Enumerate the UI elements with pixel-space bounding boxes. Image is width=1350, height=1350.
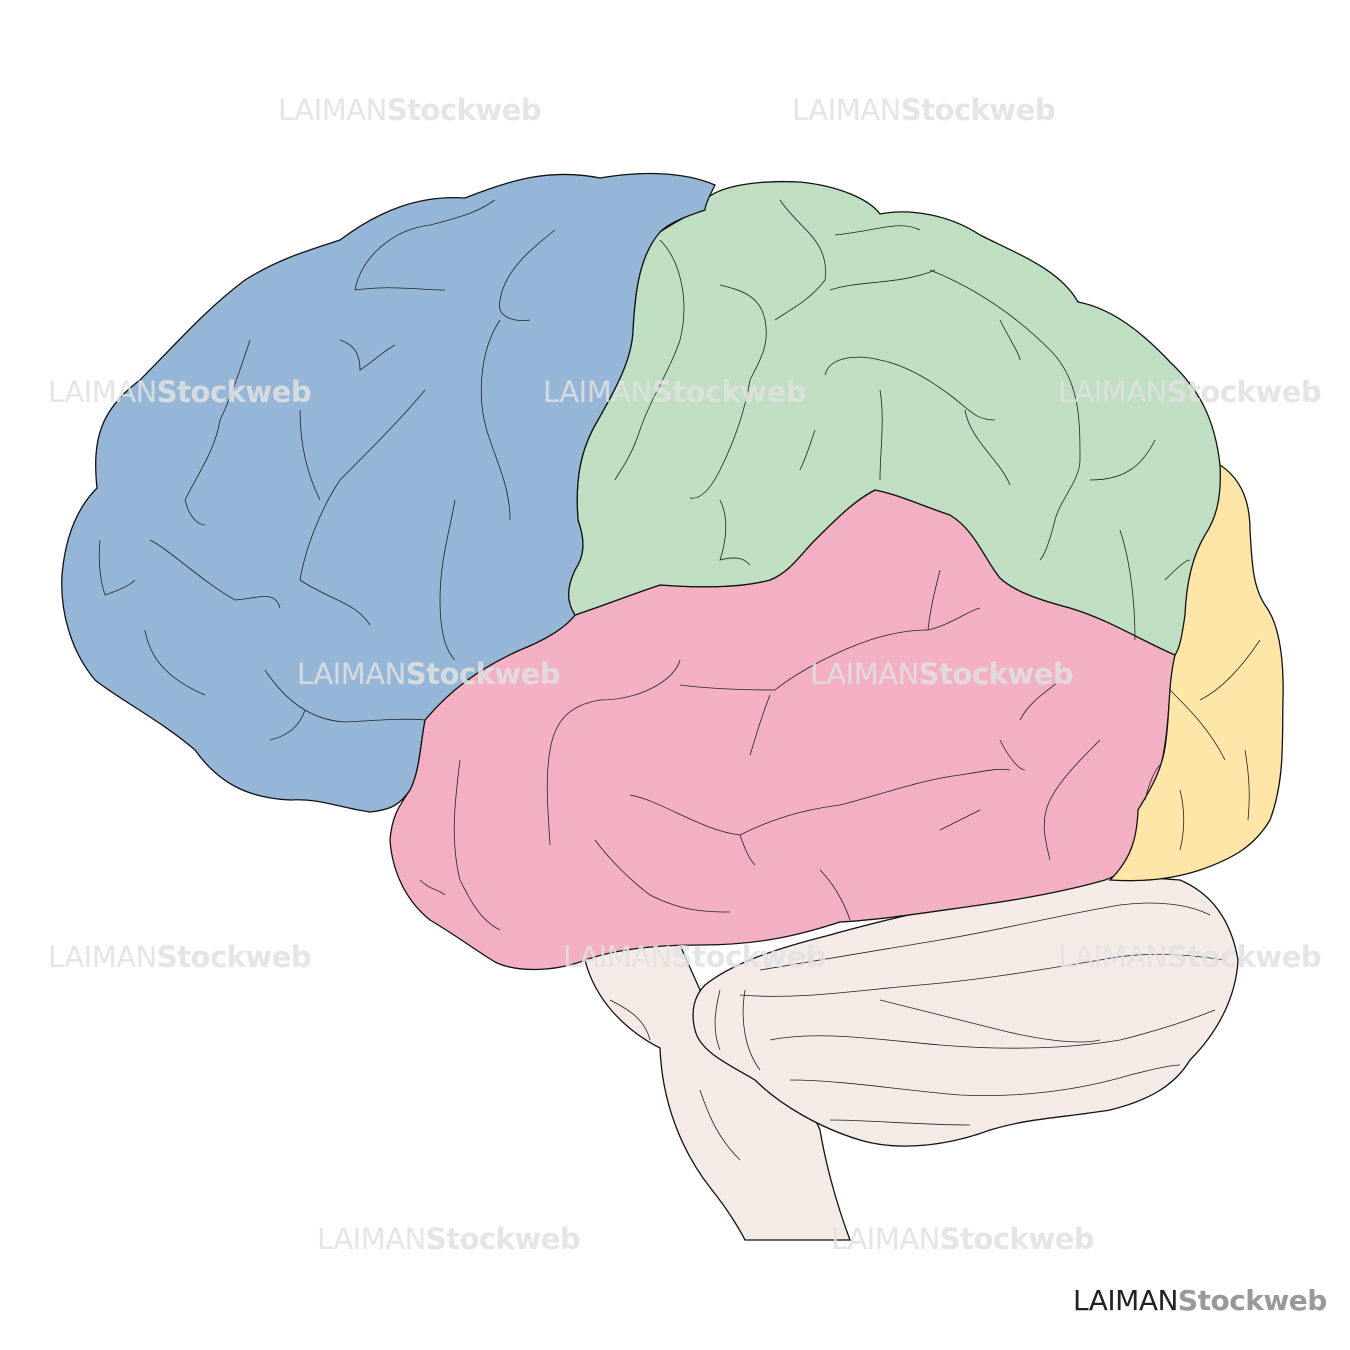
watermark: LAIMANStockweb — [563, 940, 827, 974]
watermark-brand: LAIMAN — [48, 940, 157, 974]
watermark: LAIMANStockweb — [1058, 375, 1322, 409]
watermark: LAIMANStockweb — [831, 1222, 1095, 1256]
watermark-product: Stockweb — [918, 657, 1074, 691]
watermark-product: Stockweb — [671, 940, 827, 974]
watermark-brand: LAIMAN — [1058, 940, 1167, 974]
watermark-brand: LAIMAN — [831, 1222, 940, 1256]
watermark-product: Stockweb — [651, 375, 807, 409]
watermark-brand: LAIMAN — [563, 940, 672, 974]
watermark-brand: LAIMAN — [297, 657, 406, 691]
watermark-product: Stockweb — [405, 657, 561, 691]
logo-brand: LAIMAN — [1073, 1284, 1178, 1317]
watermark-brand: LAIMAN — [317, 1222, 426, 1256]
watermark: LAIMANStockweb — [810, 657, 1074, 691]
watermark: LAIMANStockweb — [278, 93, 542, 127]
watermark-brand: LAIMAN — [543, 375, 652, 409]
frontal-lobe — [61, 172, 716, 813]
watermark: LAIMANStockweb — [792, 93, 1056, 127]
watermark-product: Stockweb — [939, 1222, 1095, 1256]
watermark-brand: LAIMAN — [792, 93, 901, 127]
watermark-product: Stockweb — [156, 940, 312, 974]
watermark: LAIMANStockweb — [48, 940, 312, 974]
watermark-brand: LAIMAN — [48, 375, 157, 409]
watermark-product: Stockweb — [386, 93, 542, 127]
watermark: LAIMANStockweb — [1058, 940, 1322, 974]
sulci-lines — [98, 199, 1261, 1161]
logo-product: Stockweb — [1177, 1284, 1327, 1317]
watermark-product: Stockweb — [425, 1222, 581, 1256]
watermark: LAIMANStockweb — [317, 1222, 581, 1256]
watermark-product: Stockweb — [156, 375, 312, 409]
watermark: LAIMANStockweb — [297, 657, 561, 691]
watermark-product: Stockweb — [1166, 375, 1322, 409]
watermark-product: Stockweb — [1166, 940, 1322, 974]
watermark: LAIMANStockweb — [543, 375, 807, 409]
watermark-brand: LAIMAN — [1058, 375, 1167, 409]
watermark: LAIMANStockweb — [48, 375, 312, 409]
brand-logo: LAIMANStockweb — [1073, 1284, 1327, 1317]
watermark-product: Stockweb — [900, 93, 1056, 127]
watermark-brand: LAIMAN — [278, 93, 387, 127]
watermark-brand: LAIMAN — [810, 657, 919, 691]
